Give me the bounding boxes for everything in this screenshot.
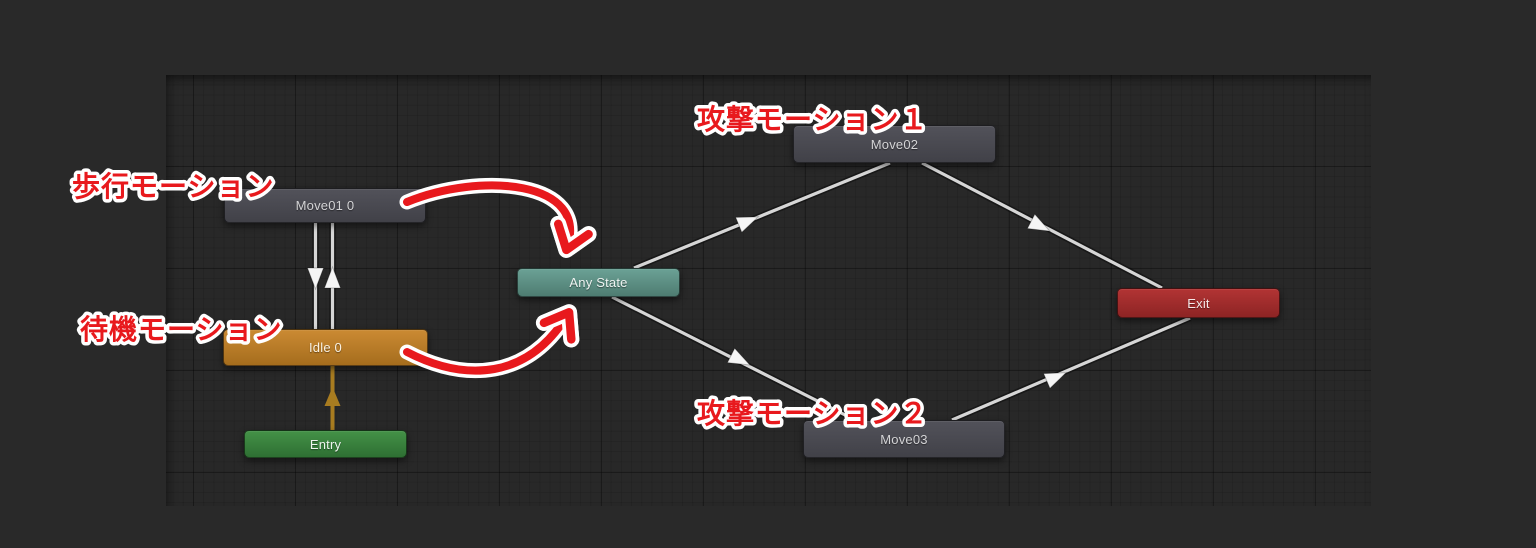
state-node-move01[interactable]: Move01 0 <box>224 188 426 223</box>
state-node-label: Move02 <box>870 136 919 152</box>
state-node-label: Exit <box>1187 295 1210 311</box>
state-node-label: Entry <box>309 436 342 452</box>
state-node-label: Move03 <box>880 431 928 447</box>
any-state-node[interactable]: Any State <box>517 268 680 297</box>
state-node-idle[interactable]: Idle 0 <box>223 329 428 366</box>
state-node-move02[interactable]: Move02 <box>793 125 996 163</box>
state-node-label: Any State <box>569 275 628 290</box>
exit-node[interactable]: Exit <box>1117 288 1280 318</box>
state-node-label: Move01 0 <box>295 198 355 213</box>
state-node-move03[interactable]: Move03 <box>803 420 1005 458</box>
entry-node[interactable]: Entry <box>244 430 407 458</box>
state-node-label: Idle 0 <box>308 340 342 355</box>
